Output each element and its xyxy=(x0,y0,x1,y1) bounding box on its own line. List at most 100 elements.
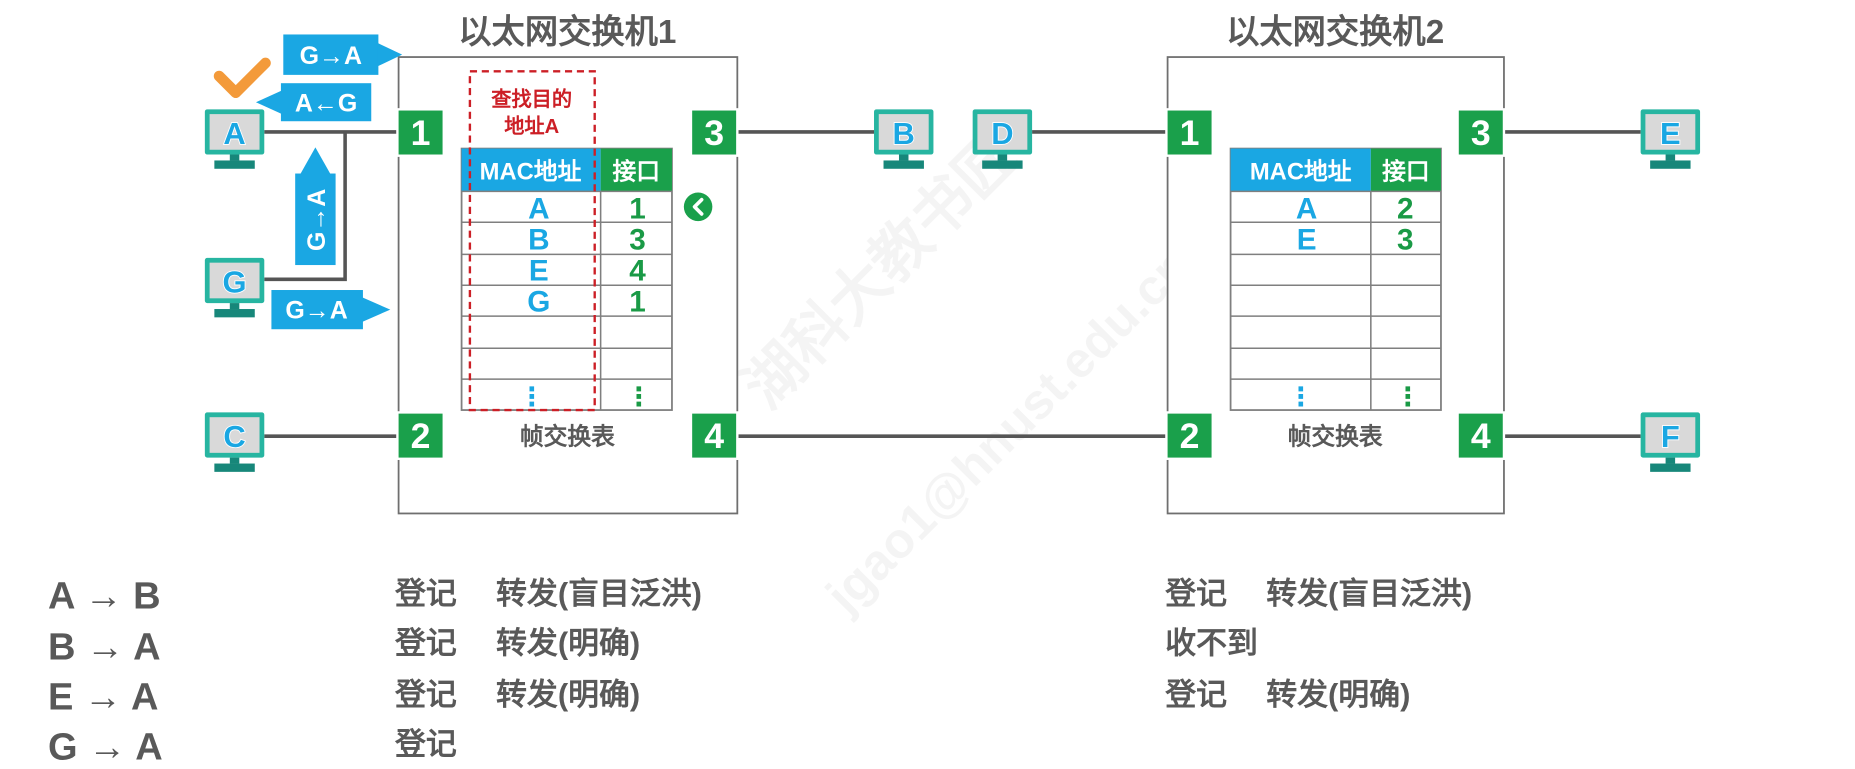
event-row: E → A 登记 转发(明确) 登记 转发(明确) xyxy=(48,677,1410,719)
search-highlight-box xyxy=(468,70,596,412)
switch-2: 以太网交换机2 1 3 2 4 MAC地址 接口 A 2 xyxy=(1165,13,1506,515)
host-label: F xyxy=(1661,419,1680,454)
port-box xyxy=(396,108,445,157)
switch1-forward: 转发(盲目泛洪) xyxy=(496,576,702,611)
table-header-port: 接口 xyxy=(613,158,661,185)
table-cell-port: 4 xyxy=(629,255,646,288)
port-box xyxy=(1456,411,1506,460)
host-label: A xyxy=(223,116,245,151)
host-label: D xyxy=(991,116,1013,151)
host-label: C xyxy=(223,419,245,454)
switch-1-port-2: 2 xyxy=(396,411,445,460)
switch-1-port-3: 3 xyxy=(689,108,739,157)
switch-2-port-4: 4 xyxy=(1456,411,1506,460)
switch-2-table-caption: 帧交换表 xyxy=(1288,423,1383,451)
table-grid xyxy=(461,190,672,411)
host-label: B xyxy=(893,116,915,151)
ellipsis-mac: ⋮ xyxy=(1288,382,1314,412)
port-box xyxy=(1456,108,1506,157)
table-header-port-cell xyxy=(600,148,672,192)
chevron-glyph xyxy=(692,197,704,216)
host-F: F xyxy=(1640,412,1701,472)
ellipsis-mac: ⋮ xyxy=(519,382,545,412)
monitor-neck xyxy=(229,154,240,161)
table-row: G 1 xyxy=(527,285,645,318)
switch2-register: 登记 xyxy=(1164,677,1227,712)
switch-2-frame-table: MAC地址 接口 A 2 E 3 ⋮ ⋮ xyxy=(1229,147,1442,412)
port-number: 1 xyxy=(1180,113,1200,153)
port-box xyxy=(689,411,739,460)
port-number: 3 xyxy=(1471,113,1491,153)
table-header-mac: MAC地址 xyxy=(480,158,582,185)
switch-2-port-3: 3 xyxy=(1456,108,1506,157)
frame-label-text: A←G xyxy=(295,90,357,118)
monitor-neck xyxy=(997,154,1008,161)
monitor-screen xyxy=(209,262,260,299)
host-E: E xyxy=(1640,109,1701,169)
search-note-line2: 地址A xyxy=(504,114,559,138)
port-number: 3 xyxy=(704,113,724,153)
table-header-port: 接口 xyxy=(1382,158,1430,185)
frame-label-text: G→A xyxy=(300,42,362,70)
port-box xyxy=(689,108,739,157)
chevron-left-icon xyxy=(683,192,713,222)
table-cell-mac: A xyxy=(1296,193,1317,226)
event-row: G → A 登记 xyxy=(48,726,457,768)
switch-1-port-1: 1 xyxy=(396,108,445,157)
monitor-neck xyxy=(898,154,909,161)
ellipsis-port: ⋮ xyxy=(1395,382,1421,412)
arrow-right-icon xyxy=(361,297,391,323)
table-header-port-cell xyxy=(1370,148,1441,192)
event-row: B → A 登记 转发(明确) 收不到 xyxy=(48,626,1258,669)
arrow-left-icon xyxy=(255,90,283,115)
switch1-register: 登记 xyxy=(394,626,457,661)
monitor-base xyxy=(883,160,924,169)
table-cell-mac: E xyxy=(1297,224,1317,257)
event-frame: G → A xyxy=(48,726,163,768)
frame-label-g-to-a-top: G→A xyxy=(283,34,403,75)
search-note-line1: 查找目的 xyxy=(491,87,572,111)
monitor-base xyxy=(982,160,1023,169)
frame-box xyxy=(271,290,363,330)
switch1-register: 登记 xyxy=(394,677,457,712)
monitor-screen xyxy=(209,114,260,150)
monitor-screen xyxy=(977,114,1028,150)
port-number: 1 xyxy=(411,113,431,153)
monitor-screen xyxy=(878,114,929,150)
port-box xyxy=(396,411,445,460)
table-cell-port: 1 xyxy=(629,193,646,226)
table-cell-port: 3 xyxy=(1397,224,1414,257)
frame-label-a-from-g: A←G xyxy=(255,83,372,122)
switch-2-title: 以太网交换机2 xyxy=(1226,13,1444,51)
table-header-mac-cell xyxy=(461,148,601,192)
switch1-register: 登记 xyxy=(394,727,457,762)
port-number: 2 xyxy=(411,416,431,456)
arrow-up-icon xyxy=(299,147,331,175)
switch2-status: 收不到 xyxy=(1165,626,1258,661)
table-cell-mac: G xyxy=(527,285,550,318)
table-row: B 3 xyxy=(528,224,646,257)
switch2-register: 登记 xyxy=(1164,576,1227,611)
host-C: C xyxy=(204,412,265,472)
monitor-neck xyxy=(1665,457,1676,464)
switch1-forward: 转发(明确) xyxy=(496,677,640,712)
port-box xyxy=(1165,411,1214,460)
frame-label-g-to-a-vertical: G→A xyxy=(295,147,336,266)
ellipsis-port: ⋮ xyxy=(626,382,652,412)
port-number: 2 xyxy=(1180,416,1200,456)
switch1-forward: 转发(明确) xyxy=(496,626,640,661)
monitor-base xyxy=(214,309,255,318)
switch-1-port-4: 4 xyxy=(689,411,739,460)
monitor-base xyxy=(1650,160,1691,169)
switch-1-table-caption: 帧交换表 xyxy=(520,423,615,451)
monitor-screen xyxy=(1645,114,1696,150)
links xyxy=(264,130,1641,438)
switch2-forward: 转发(盲目泛洪) xyxy=(1266,576,1472,611)
switch-1-frame-table: MAC地址 接口 A 1 B 3 E 4 G 1 ⋮ ⋮ xyxy=(460,147,673,412)
frame-box xyxy=(280,83,372,122)
port-number: 4 xyxy=(1471,416,1491,456)
event-frame: E → A xyxy=(48,677,159,719)
table-cell-port: 1 xyxy=(629,285,646,318)
table-row: E 3 xyxy=(1297,224,1414,257)
